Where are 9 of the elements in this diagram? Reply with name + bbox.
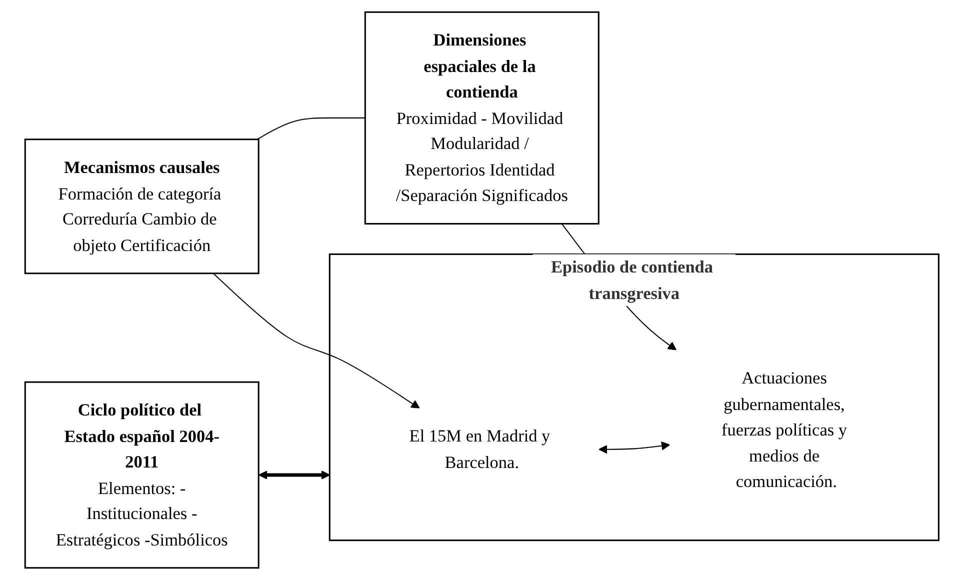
arrow: [258, 470, 330, 480]
node-box: Ciclo político del Estado español 2004-2011 Elementos: -Institucionales -Estratégicos -Simbólicos: [24, 381, 259, 569]
node-box: Mecanismos causales Formación de categoría Correduría Cambio de objeto Certificación: [24, 138, 259, 274]
arrow: [212, 273, 420, 409]
arrow: [598, 441, 670, 454]
node-box: Dimensiones espaciales de la contienda Proximidad - Movilidad Modularidad / Repertorios Identidad /Separación Significados: [364, 11, 599, 225]
node-text: Actuaciones gubernamentales, fuerzas políticas y medios de comunicación.: [721, 368, 847, 492]
connector: [256, 117, 365, 140]
node-text: El 15M en Madrid y Barcelona.: [408, 426, 550, 472]
